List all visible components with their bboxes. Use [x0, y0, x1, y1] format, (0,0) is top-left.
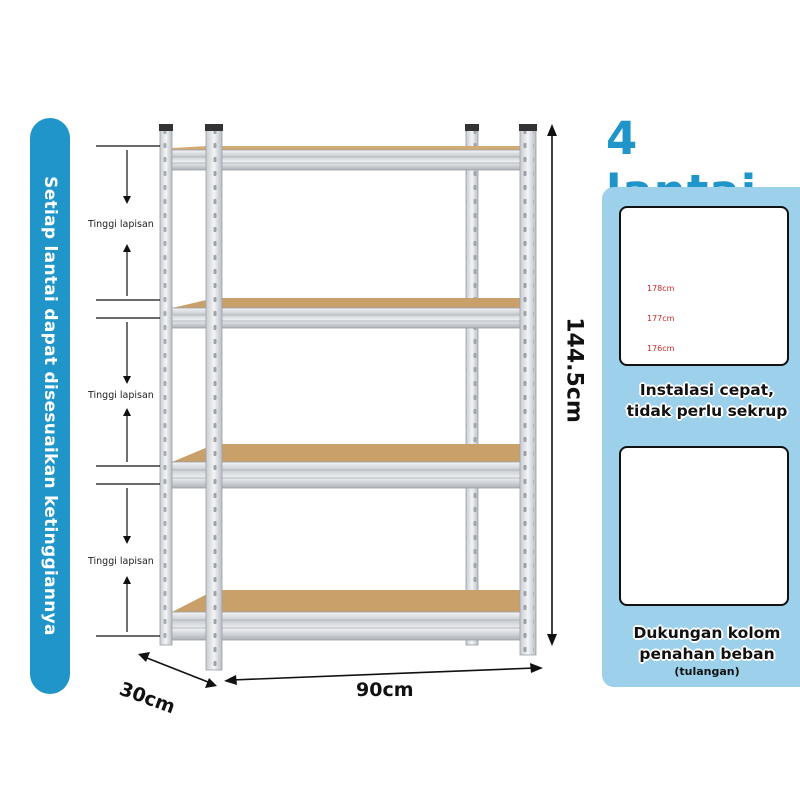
- height-dimension-label: 144.5cm: [561, 317, 587, 423]
- front-post-right: [519, 124, 537, 656]
- shelf-level-3: [171, 444, 525, 489]
- caption-load-bearing-line1: Dukungan kolom: [633, 624, 781, 642]
- mark-label-1: 178cm: [647, 284, 675, 293]
- shelf-level-4: [171, 590, 525, 641]
- front-post-left: [205, 124, 223, 671]
- caption-quick-install-line2: tidak perlu sekrup: [626, 402, 788, 420]
- layer-height-label-1: Tinggi lapisan: [88, 219, 154, 230]
- shelf-level-2: [171, 298, 525, 329]
- layer-arrowheads: [123, 196, 131, 584]
- layer-height-markers: [96, 145, 160, 637]
- caption-quick-install-line1: Instalasi cepat,: [639, 381, 775, 399]
- side-banner: [30, 118, 70, 694]
- caption-load-bearing: Dukungan kolom penahan beban: [614, 623, 800, 665]
- height-dimension-arrow: [547, 124, 557, 646]
- width-dimension-arrow: [224, 663, 543, 685]
- inset-load-bearing: [619, 446, 789, 606]
- depth-dimension-arrow: [138, 652, 217, 688]
- inset-quick-install: [619, 206, 789, 366]
- back-post-right: [465, 124, 479, 646]
- caption-load-bearing-line2: penahan beban: [639, 645, 775, 663]
- width-dimension-label: 90cm: [356, 679, 414, 701]
- shelf-level-1: [171, 146, 525, 171]
- back-post-left: [159, 124, 173, 646]
- layer-height-label-3: Tinggi lapisan: [88, 556, 154, 567]
- caption-load-bearing-sub: (tulangan): [674, 665, 740, 678]
- caption-quick-install: Instalasi cepat, tidak perlu sekrup: [614, 380, 800, 422]
- mark-label-3: 176cm: [647, 344, 675, 353]
- mark-label-2: 177cm: [647, 314, 675, 323]
- layer-height-label-2: Tinggi lapisan: [88, 390, 154, 401]
